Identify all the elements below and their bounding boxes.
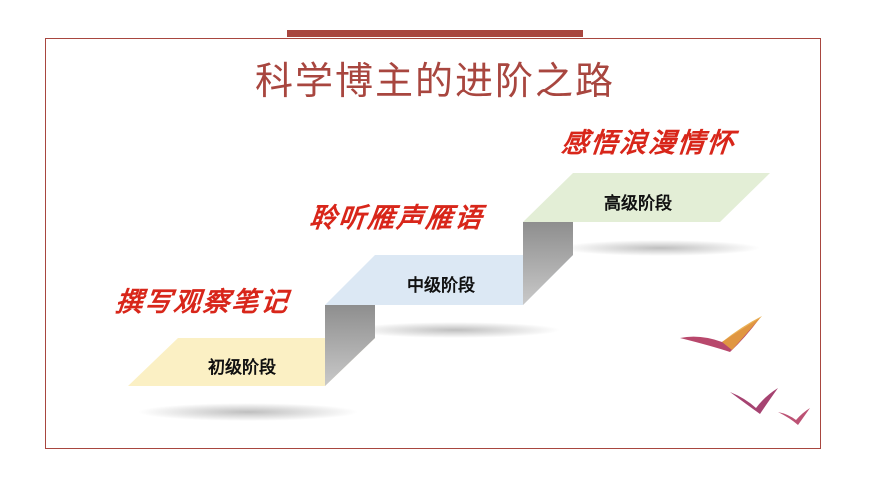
step-2-motto: 聆听雁声雁语	[308, 203, 486, 234]
page-title: 科学博主的进阶之路	[254, 59, 615, 103]
step-shadow-3	[560, 240, 760, 256]
step-3-tread	[523, 173, 770, 222]
step-1-riser	[325, 305, 375, 386]
slide-frame	[45, 38, 821, 449]
step-shadow-1	[138, 403, 358, 421]
step-1-label: 初级阶段	[208, 358, 276, 378]
flying-bird-icon	[730, 388, 778, 414]
step-2-riser	[523, 222, 573, 305]
flying-bird-icon	[680, 316, 762, 352]
step-2-label: 中级阶段	[407, 276, 475, 296]
flying-bird-icon	[778, 408, 810, 425]
step-2-tread	[325, 255, 573, 305]
step-1-tread	[128, 338, 375, 386]
step-3-label: 高级阶段	[604, 194, 672, 214]
step-3-motto: 感悟浪漫情怀	[560, 128, 738, 159]
step-shadow-2	[350, 322, 560, 338]
step-1-motto: 撰写观察笔记	[114, 287, 292, 318]
title-accent-bar	[287, 30, 583, 37]
